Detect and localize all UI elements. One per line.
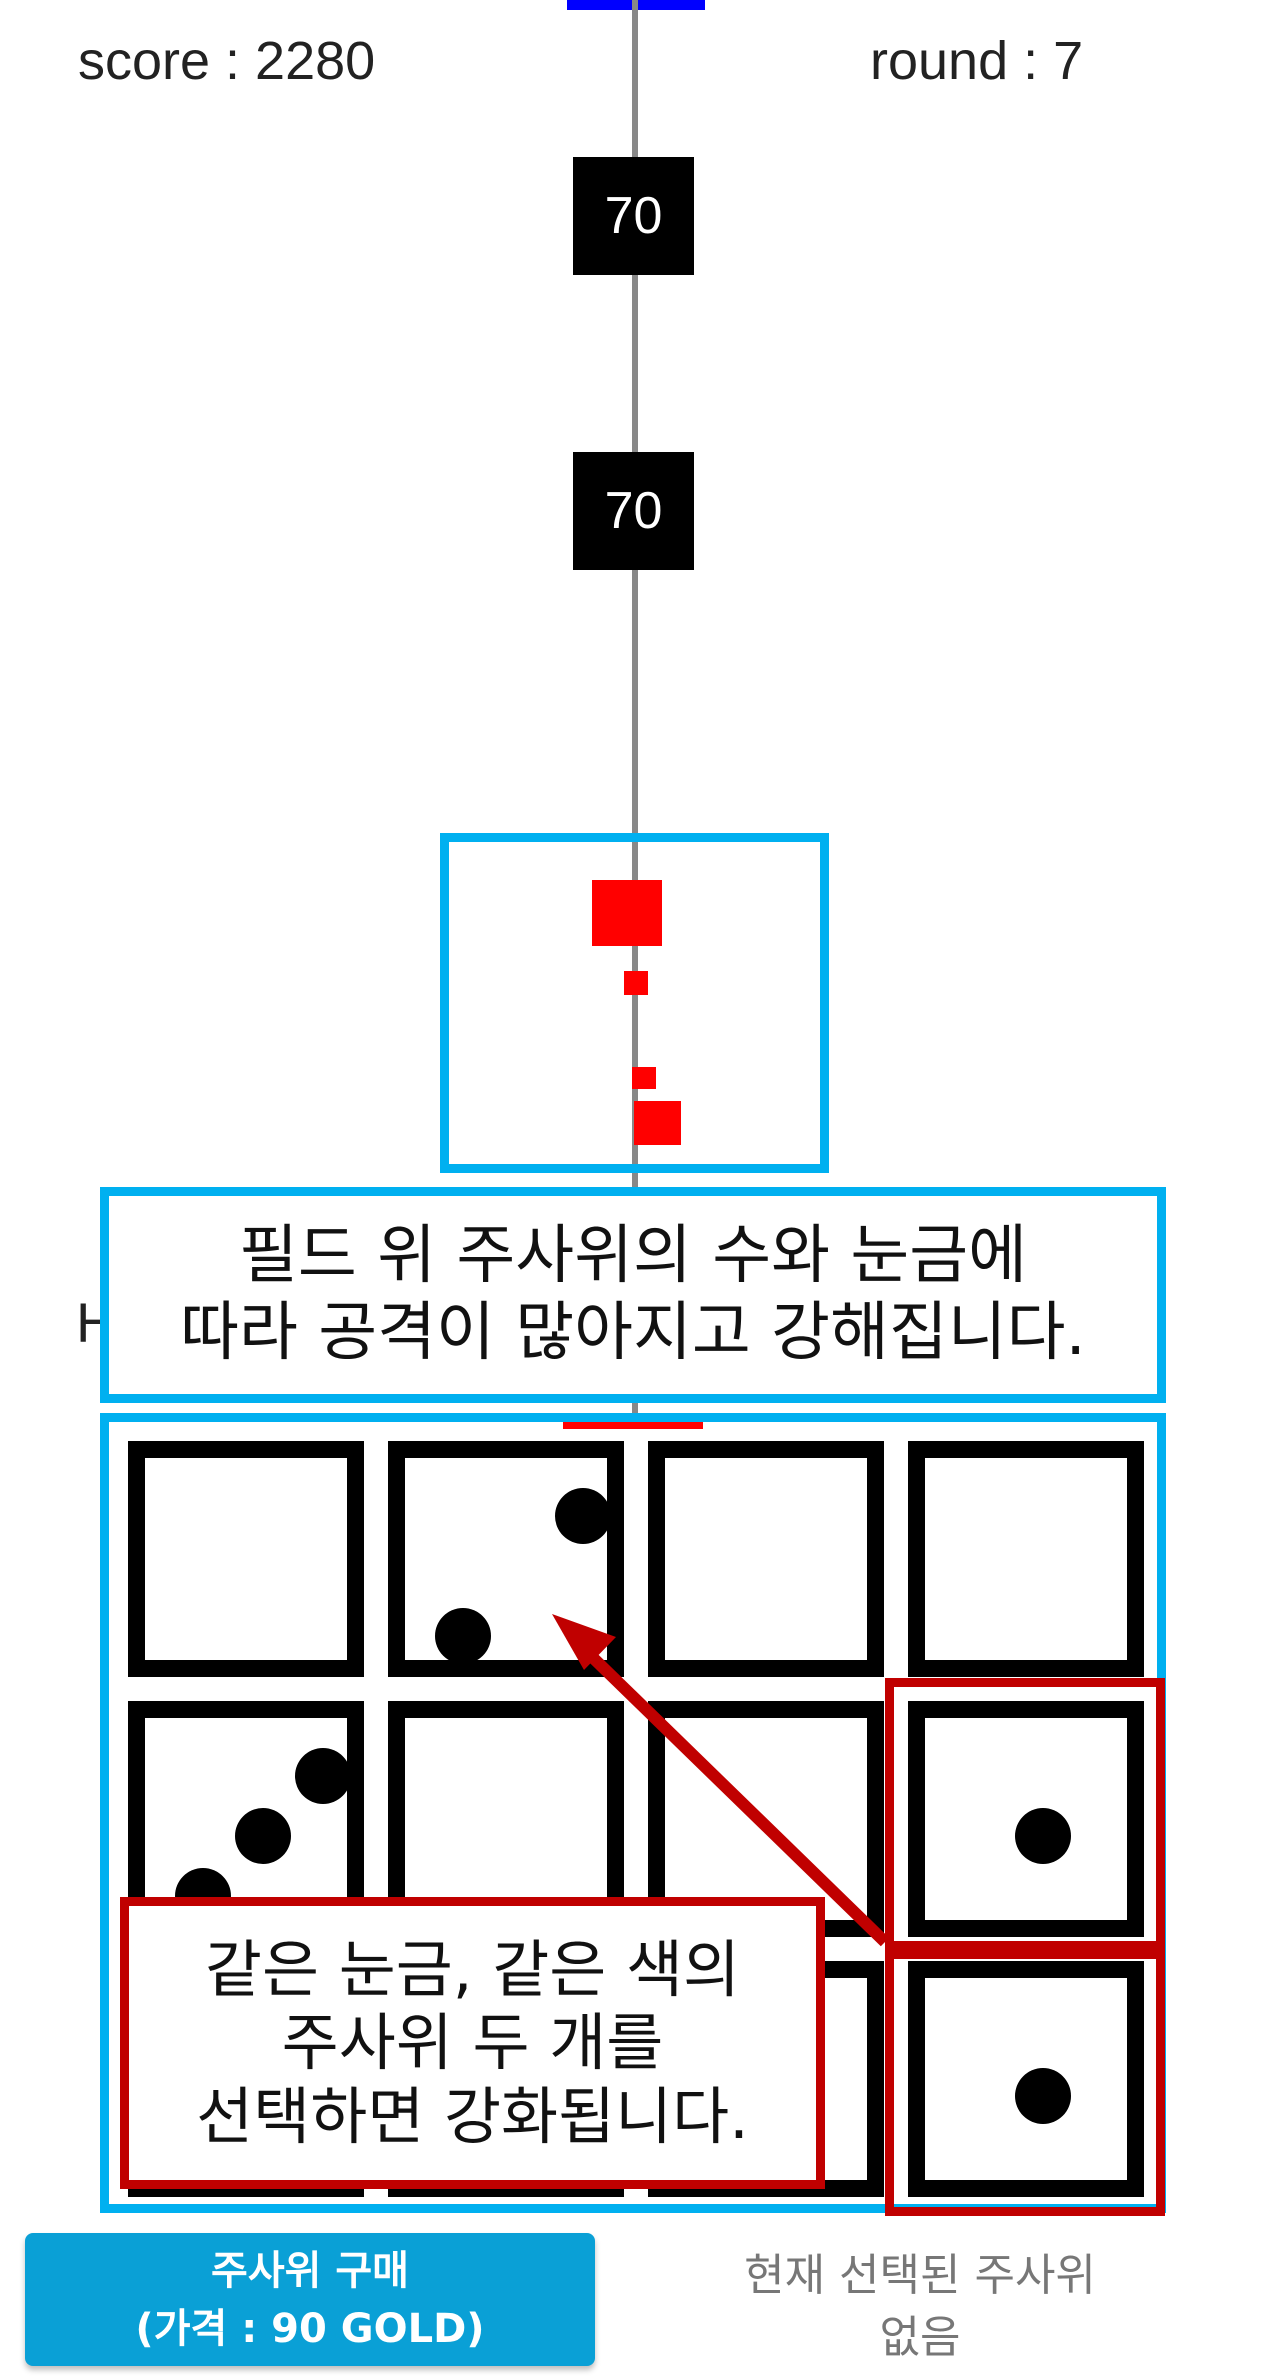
arrow-head <box>552 1614 616 1670</box>
dice-slot[interactable] <box>128 1441 364 1677</box>
field-tip-line-2: 따라 공격이 많아지고 강해집니다. <box>180 1296 1086 1370</box>
selected-dice-status-label: 현재 선택된 주사위 <box>744 2250 1096 2301</box>
buy-dice-price: (가격 : 90 GOLD) <box>135 2305 485 2352</box>
score-label: score : 2280 <box>78 31 376 91</box>
merge-tip-callout: 같은 눈금, 같은 색의 주사위 두 개를 선택하면 강화됩니다. <box>120 1897 825 2189</box>
field-tip-callout: 필드 위 주사위의 수와 눈금에 따라 공격이 많아지고 강해집니다. <box>100 1187 1166 1403</box>
enemy-block: 70 <box>573 452 694 570</box>
enemy-block: 70 <box>573 157 694 275</box>
merge-tip-line-1: 같은 눈금, 같은 색의 <box>204 1933 741 2007</box>
dice-pip <box>1015 2068 1071 2124</box>
dice-pip <box>555 1488 611 1544</box>
buy-dice-label: 주사위 구매 <box>211 2247 409 2294</box>
projectile <box>592 880 662 946</box>
dice-pip <box>235 1808 291 1864</box>
selected-dice-status-value: 없음 <box>879 2311 961 2363</box>
enemy-path-line <box>632 0 638 1420</box>
projectile <box>634 1101 681 1145</box>
field-tip-line-1: 필드 위 주사위의 수와 눈금에 <box>239 1219 1027 1294</box>
dice-slot[interactable] <box>648 1441 884 1677</box>
merge-highlight-frame <box>885 1950 1165 2216</box>
dice-slot[interactable] <box>908 1441 1144 1677</box>
merge-highlight-frame <box>885 1678 1165 1950</box>
selected-dice-status: 현재 선택된 주사위 없음 <box>700 2245 1140 2368</box>
dice-pip <box>295 1748 351 1804</box>
dice-slot[interactable] <box>908 1961 1144 2197</box>
arrow-shaft <box>580 1645 890 1947</box>
projectile <box>624 971 648 995</box>
projectile <box>632 1067 656 1089</box>
dice-pip <box>1015 1808 1071 1864</box>
dice-slot[interactable] <box>908 1701 1144 1937</box>
buy-dice-button[interactable]: 주사위 구매 (가격 : 90 GOLD) <box>25 2233 595 2366</box>
round-label: round : 7 <box>870 31 1084 91</box>
dice-pip <box>435 1608 491 1664</box>
projectiles-highlight-frame <box>440 833 829 1173</box>
merge-tip-line-3: 선택하면 강화됩니다. <box>196 2079 749 2153</box>
merge-tip-line-2: 주사위 두 개를 <box>281 2006 664 2080</box>
